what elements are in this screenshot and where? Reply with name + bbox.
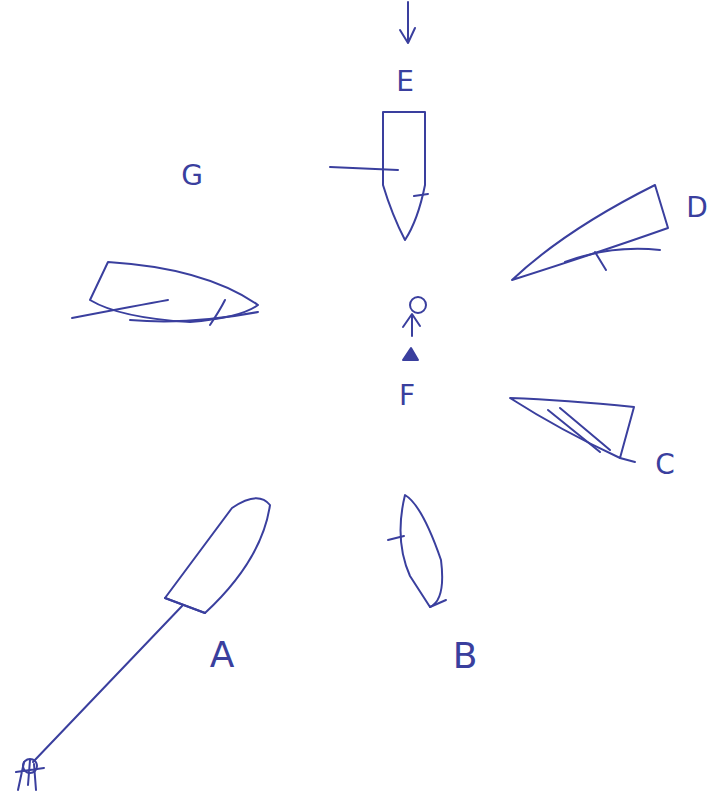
boat-letter: A xyxy=(210,637,235,673)
buoy xyxy=(16,759,44,790)
boat xyxy=(72,262,258,325)
boat-letter: B xyxy=(453,638,478,674)
line xyxy=(33,605,183,762)
boat xyxy=(388,495,446,607)
mark-figure xyxy=(403,297,426,360)
boat xyxy=(165,498,270,613)
boat xyxy=(510,398,635,462)
wind-arrow xyxy=(400,2,415,43)
boat xyxy=(330,112,428,240)
boat-letter: D xyxy=(686,194,708,222)
boat-letter: G xyxy=(181,162,203,190)
boat-letter: E xyxy=(396,68,414,96)
boat-letter: F xyxy=(399,382,415,410)
boat-letter: C xyxy=(655,451,675,479)
boat xyxy=(512,185,668,280)
